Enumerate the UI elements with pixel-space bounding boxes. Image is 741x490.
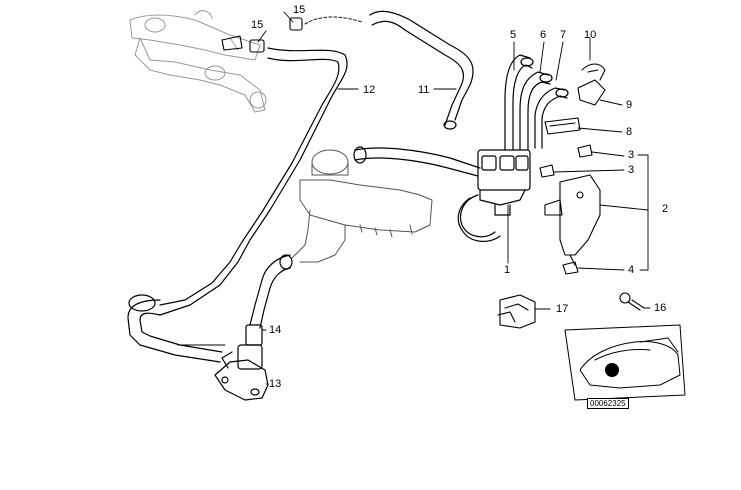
callout-2: 2	[662, 203, 669, 215]
location-dot	[605, 363, 619, 377]
callout-15-top: 15	[293, 4, 306, 16]
callout-8: 8	[626, 126, 633, 138]
callout-9: 9	[626, 99, 633, 111]
leader-lines	[177, 11, 651, 385]
clip-4	[562, 261, 579, 275]
callout-6: 6	[540, 29, 547, 41]
callout-7: 7	[560, 29, 567, 41]
reference-code: 00062325	[587, 398, 629, 409]
grommets-3	[539, 144, 593, 178]
callout-3-upper: 3	[628, 149, 635, 161]
callout-17: 17	[556, 303, 569, 315]
water-valve-1	[457, 149, 531, 242]
callout-10: 10	[584, 29, 597, 41]
callout-11: 11	[418, 84, 430, 96]
bracket-2	[544, 174, 601, 266]
callout-15-left: 15	[251, 19, 264, 31]
clips-8-9-10	[544, 63, 606, 135]
callout-5: 5	[510, 29, 517, 41]
callout-12: 12	[363, 84, 376, 96]
bolt-16	[619, 292, 645, 311]
expansion-tank	[291, 149, 433, 263]
car-thumbnail	[564, 324, 686, 401]
hoses-5-6-7	[504, 54, 569, 151]
callout-4: 4	[628, 264, 635, 276]
callout-16: 16	[654, 302, 667, 314]
hose-11	[369, 10, 474, 130]
clips-15	[221, 17, 303, 53]
callout-3-lower: 3	[628, 164, 635, 176]
clamp-17	[497, 294, 536, 329]
hose-valve-to-tank	[353, 146, 481, 177]
hose-14	[245, 254, 293, 346]
callout-1: 1	[504, 264, 511, 276]
callout-14: 14	[269, 324, 282, 336]
callout-13: 13	[269, 378, 282, 390]
intake-manifold	[129, 10, 267, 113]
hose-12	[127, 47, 348, 363]
water-pump-13	[214, 344, 269, 401]
